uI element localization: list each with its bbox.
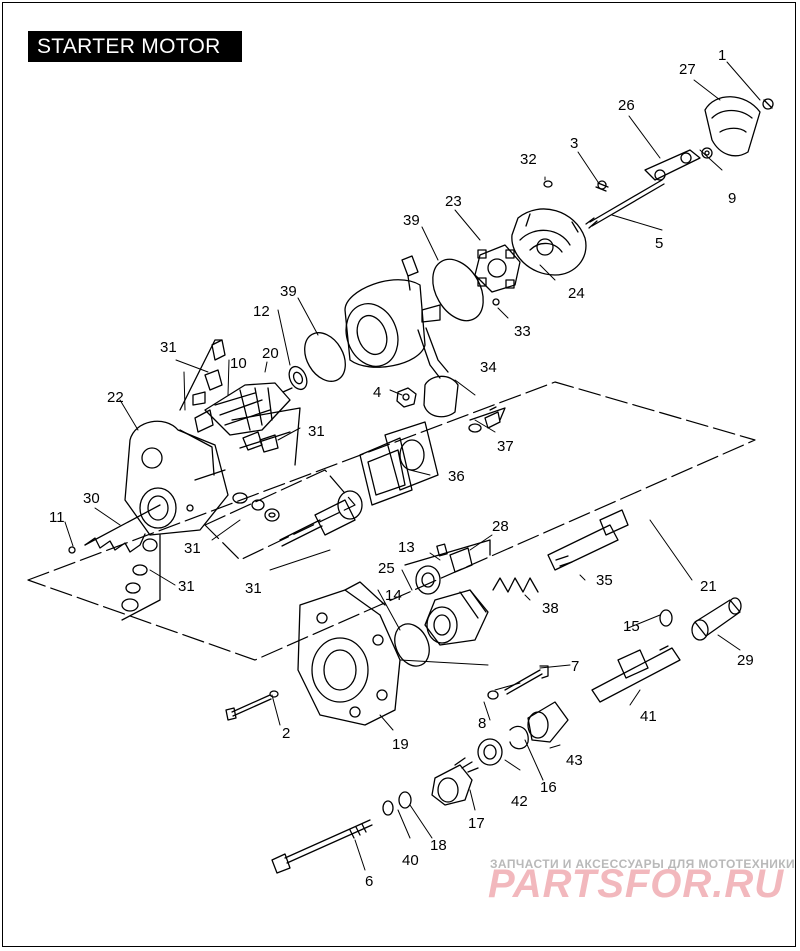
callout-39-upper: 39 — [403, 212, 420, 229]
washer-18 — [398, 791, 412, 809]
spring-38 — [492, 577, 539, 593]
drive-housing-22 — [124, 420, 229, 536]
callout-17: 17 — [468, 815, 485, 832]
coupling-43 — [527, 701, 569, 743]
thrust-collar-42 — [477, 738, 503, 766]
field-frame-housing — [344, 255, 441, 368]
callout-32: 32 — [520, 151, 537, 168]
screws-2 — [225, 690, 279, 721]
callout-2: 2 — [282, 725, 290, 742]
end-cap-27 — [704, 96, 774, 157]
retainer-16 — [509, 725, 529, 750]
pinion-gear-17 — [431, 757, 479, 806]
bearing-12 — [288, 365, 308, 391]
callout-20: 20 — [262, 345, 279, 362]
callout-5: 5 — [655, 235, 663, 252]
overrunning-clutch-group-28 — [404, 539, 491, 595]
callout-11: 11 — [49, 509, 65, 526]
screw-7 — [504, 665, 549, 695]
brush-set-31 — [231, 407, 301, 466]
callout-19: 19 — [392, 736, 409, 753]
callout-31-brushes: 31 — [308, 423, 325, 440]
bolt-washer-37 — [468, 406, 506, 433]
callout-21: 21 — [700, 578, 717, 595]
callout-38: 38 — [542, 600, 559, 617]
callout-8: 8 — [478, 715, 486, 732]
solenoid-plunger — [279, 490, 363, 547]
leader-lines — [64, 61, 761, 871]
callout-10: 10 — [230, 355, 247, 372]
brush-plate-link-26 — [644, 147, 713, 181]
callout-7: 7 — [571, 658, 579, 675]
solenoid-gasket-36 — [359, 421, 439, 506]
callout-30: 30 — [83, 490, 100, 507]
o-ring-39-upper — [432, 258, 484, 322]
callout-9: 9 — [728, 190, 736, 207]
callout-31-bottom: 31 — [245, 580, 262, 597]
callout-16: 16 — [540, 779, 557, 796]
callout-35: 35 — [596, 572, 613, 589]
callout-4: 4 — [373, 384, 381, 401]
clutch-housing — [424, 589, 489, 646]
callout-41: 41 — [640, 708, 657, 725]
o-ring-39-lower — [304, 332, 346, 382]
o-ring-14 — [394, 623, 430, 667]
brush-10 — [179, 339, 226, 411]
callout-13: 13 — [398, 539, 415, 556]
callout-31-left: 31 — [184, 540, 201, 557]
diagram-title: STARTER MOTOR — [28, 31, 242, 62]
callout-29: 29 — [737, 652, 754, 669]
callout-12: 12 — [253, 303, 270, 320]
callout-23: 23 — [445, 193, 462, 210]
o-ring-32 — [543, 180, 553, 188]
callout-14: 14 — [385, 587, 402, 604]
nut-4 — [396, 387, 417, 408]
callout-24: 24 — [568, 285, 585, 302]
callout-15: 15 — [623, 618, 640, 635]
callout-39-lower: 39 — [280, 283, 297, 300]
callout-28: 28 — [492, 518, 509, 535]
bushing-29 — [691, 597, 742, 641]
brush-plate-23 — [474, 244, 521, 306]
drive-shaft-35 — [547, 509, 629, 571]
washer-stack-31 — [232, 492, 280, 522]
callout-3: 3 — [570, 135, 578, 152]
callout-18: 18 — [430, 837, 447, 854]
callout-6: 6 — [365, 873, 373, 890]
callout-1: 1 — [718, 47, 726, 64]
return-spring-30 — [68, 504, 161, 554]
field-lead-34 — [417, 327, 459, 418]
watermark-tagline: ЗАПЧАСТИ И АКСЕССУАРЫ ДЛЯ МОТОТЕХНИКИ — [490, 857, 796, 871]
callout-26: 26 — [618, 97, 635, 114]
callout-25: 25 — [378, 560, 395, 577]
callout-43: 43 — [566, 752, 583, 769]
commutator-end-housing-24 — [511, 208, 587, 276]
callout-labels: 1 2 3 4 5 6 7 8 9 10 11 12 13 14 15 16 1… — [49, 47, 754, 890]
callout-27: 27 — [679, 61, 696, 78]
callout-34: 34 — [480, 359, 497, 376]
callout-31-rings: 31 — [178, 578, 195, 595]
through-bolt-5 — [585, 179, 665, 229]
washer-40 — [382, 800, 394, 816]
washer-8 — [487, 690, 499, 700]
pinion-shaft-41 — [591, 645, 681, 703]
long-bolt-6 — [271, 819, 373, 874]
callout-31-top: 31 — [160, 339, 177, 356]
retaining-ring-15 — [659, 609, 673, 627]
group-boundary-lines — [27, 381, 756, 661]
lower-ring-group-31 — [121, 534, 161, 621]
callout-42: 42 — [511, 793, 528, 810]
callout-22: 22 — [107, 389, 124, 406]
callout-37: 37 — [497, 438, 514, 455]
armature-20 — [194, 382, 293, 436]
callout-36: 36 — [448, 468, 465, 485]
callout-33: 33 — [514, 323, 531, 340]
callout-40: 40 — [402, 852, 419, 869]
watermark-logo: PARTSFOR.RU — [488, 862, 785, 906]
starter-housing-19 — [297, 581, 401, 726]
